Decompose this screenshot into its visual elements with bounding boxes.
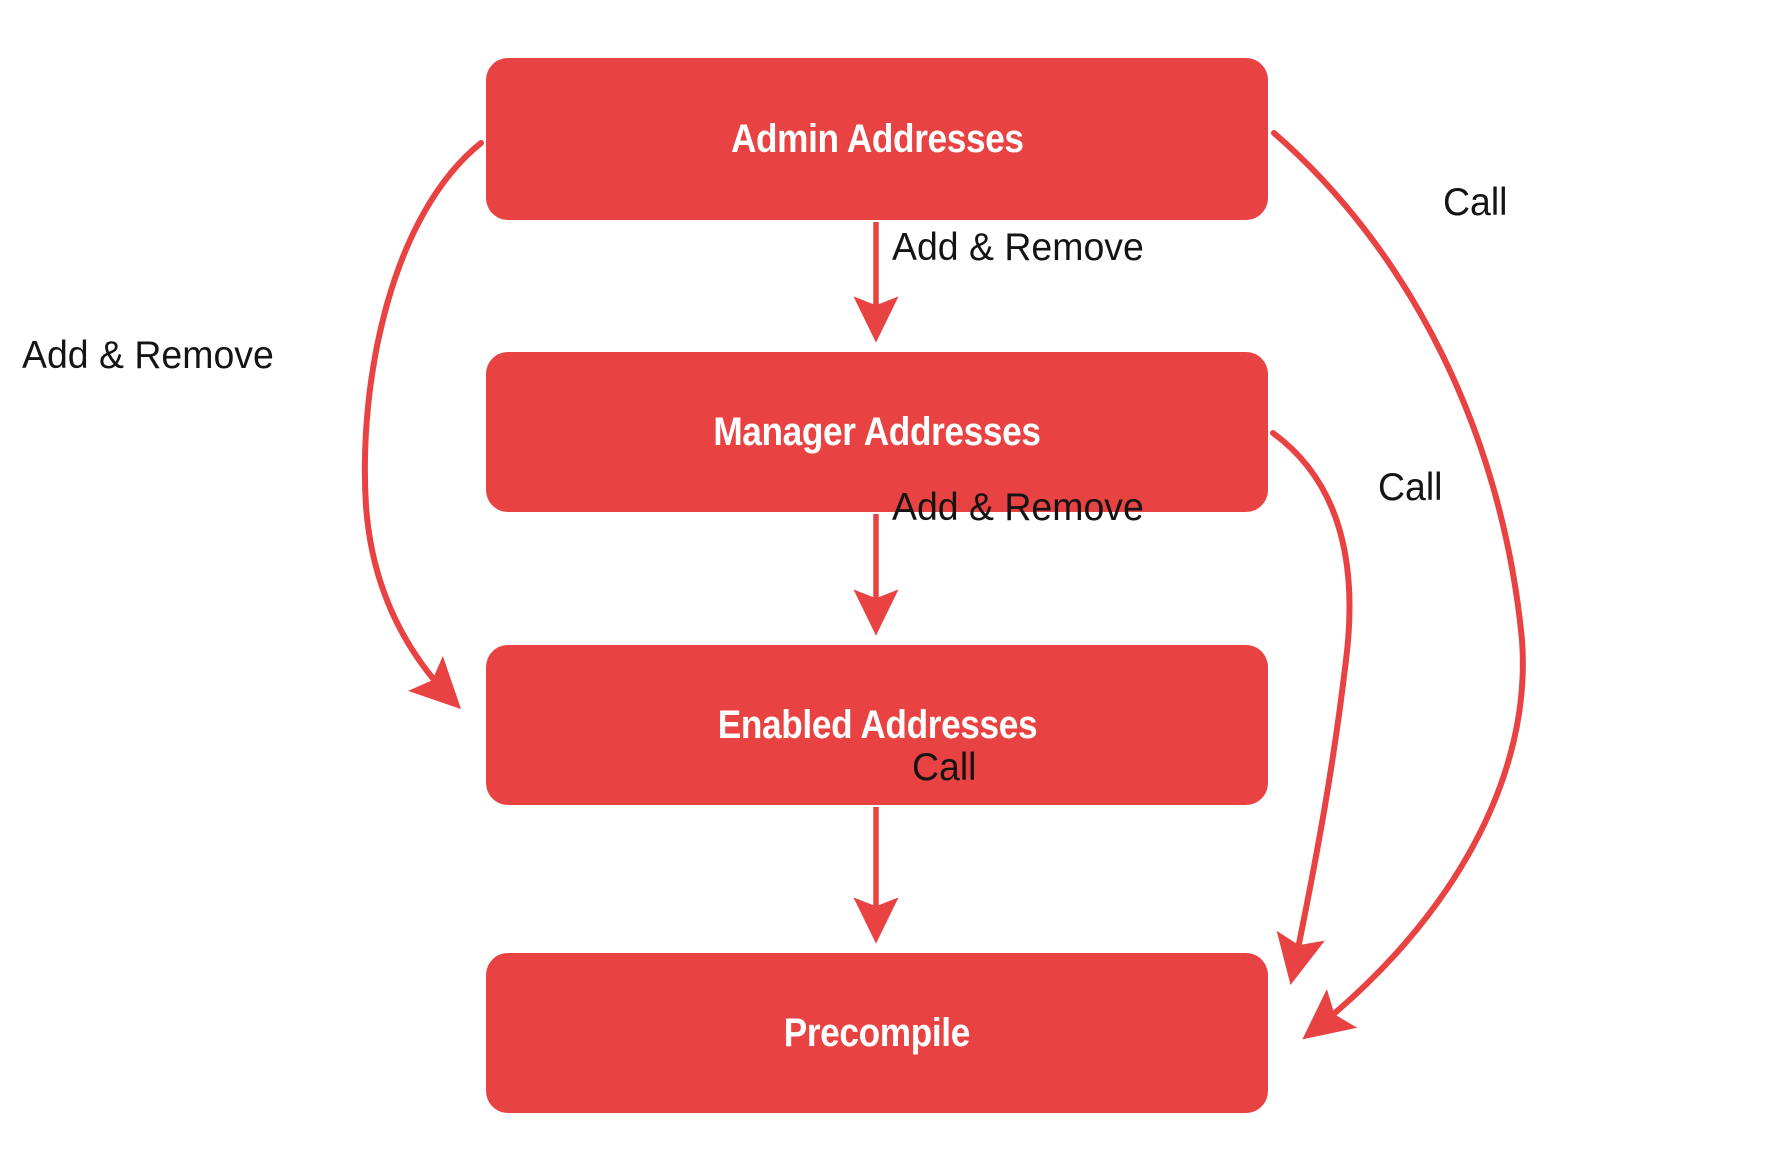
edge-label-admin-manager: Add & Remove bbox=[892, 226, 1144, 269]
edge-admin-to-precompile bbox=[1271, 130, 1526, 1040]
node-label: Manager Addresses bbox=[713, 409, 1041, 454]
edge-manager-to-precompile bbox=[1270, 430, 1353, 986]
edge-admin-to-enabled bbox=[361, 140, 484, 710]
edge-label-manager-precompile: Call bbox=[1378, 466, 1443, 509]
edge-label-enabled-precompile: Call bbox=[912, 746, 977, 789]
node-label: Admin Addresses bbox=[730, 116, 1024, 161]
node-admin-addresses[interactable]: Admin Addresses bbox=[486, 58, 1268, 220]
edge-label-manager-enabled: Add & Remove bbox=[892, 486, 1144, 529]
node-label: Precompile bbox=[783, 1010, 971, 1055]
edge-label-admin-precompile: Call bbox=[1443, 181, 1508, 224]
node-enabled-addresses[interactable]: Enabled Addresses bbox=[486, 645, 1268, 805]
node-label: Enabled Addresses bbox=[717, 702, 1037, 747]
edge-label-admin-enabled: Add & Remove bbox=[22, 334, 274, 377]
node-manager-addresses[interactable]: Manager Addresses bbox=[486, 352, 1268, 512]
node-precompile[interactable]: Precompile bbox=[486, 953, 1268, 1113]
